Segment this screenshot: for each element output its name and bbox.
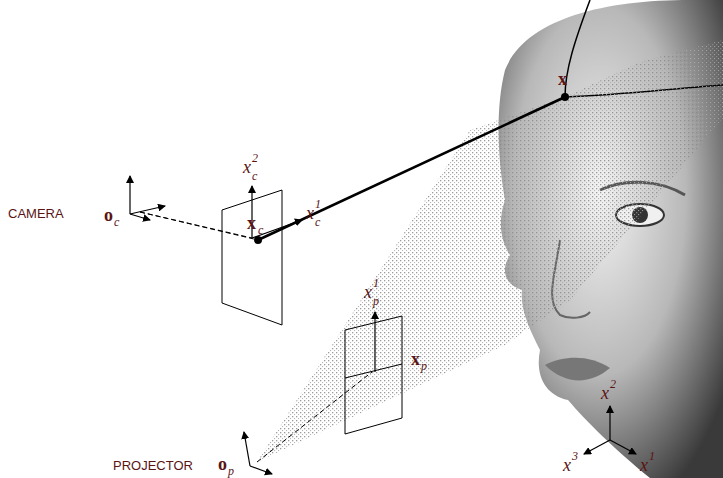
origin-label: o <box>218 455 227 473</box>
image-point <box>254 236 262 244</box>
axis-label: x <box>640 456 648 474</box>
world-axis <box>610 440 636 454</box>
origin-subscript: p <box>228 465 234 477</box>
axis-label: x <box>306 204 314 222</box>
axis-superscript: 2 <box>252 152 258 164</box>
axis-label: x <box>563 456 571 474</box>
projection-ray <box>257 372 372 462</box>
axis-subscript: c <box>315 216 320 228</box>
camera-axis <box>130 206 165 214</box>
surface-point <box>561 93 569 101</box>
point-label: x <box>558 70 567 88</box>
axis-label: x <box>243 158 251 176</box>
sight-ray <box>258 97 565 240</box>
axis-superscript: 1 <box>373 277 379 289</box>
stripe-line <box>345 364 402 378</box>
device-name: PROJECTOR <box>113 459 193 472</box>
camera-axis <box>130 214 150 220</box>
world-axis <box>584 440 610 454</box>
origin-label: o <box>104 206 113 224</box>
point-label: x <box>247 214 256 232</box>
axis-subscript: p <box>373 295 379 307</box>
world-axis <box>609 406 610 440</box>
axis-label: x <box>364 283 372 301</box>
projector-axis <box>250 466 272 474</box>
origin-subscript: c <box>114 216 119 228</box>
projection-ray <box>140 212 252 238</box>
projection-ray <box>140 212 258 240</box>
point-subscript: c <box>258 224 263 236</box>
axis-superscript: 2 <box>610 378 616 390</box>
camera-axis <box>129 176 130 214</box>
light-cone <box>257 40 723 462</box>
axis-superscript: 1 <box>315 198 321 210</box>
projector-image-plane <box>345 316 402 434</box>
point-label: x <box>411 350 420 368</box>
point-subscript: p <box>421 360 427 372</box>
axis-superscript: 1 <box>649 450 655 462</box>
image-axis <box>374 312 375 372</box>
axis-subscript: c <box>252 170 257 182</box>
axis-superscript: 3 <box>572 450 578 462</box>
lips <box>545 358 610 381</box>
axis-label: x <box>601 384 609 402</box>
device-name: CAMERA <box>8 207 64 220</box>
projector-axis <box>244 432 250 466</box>
